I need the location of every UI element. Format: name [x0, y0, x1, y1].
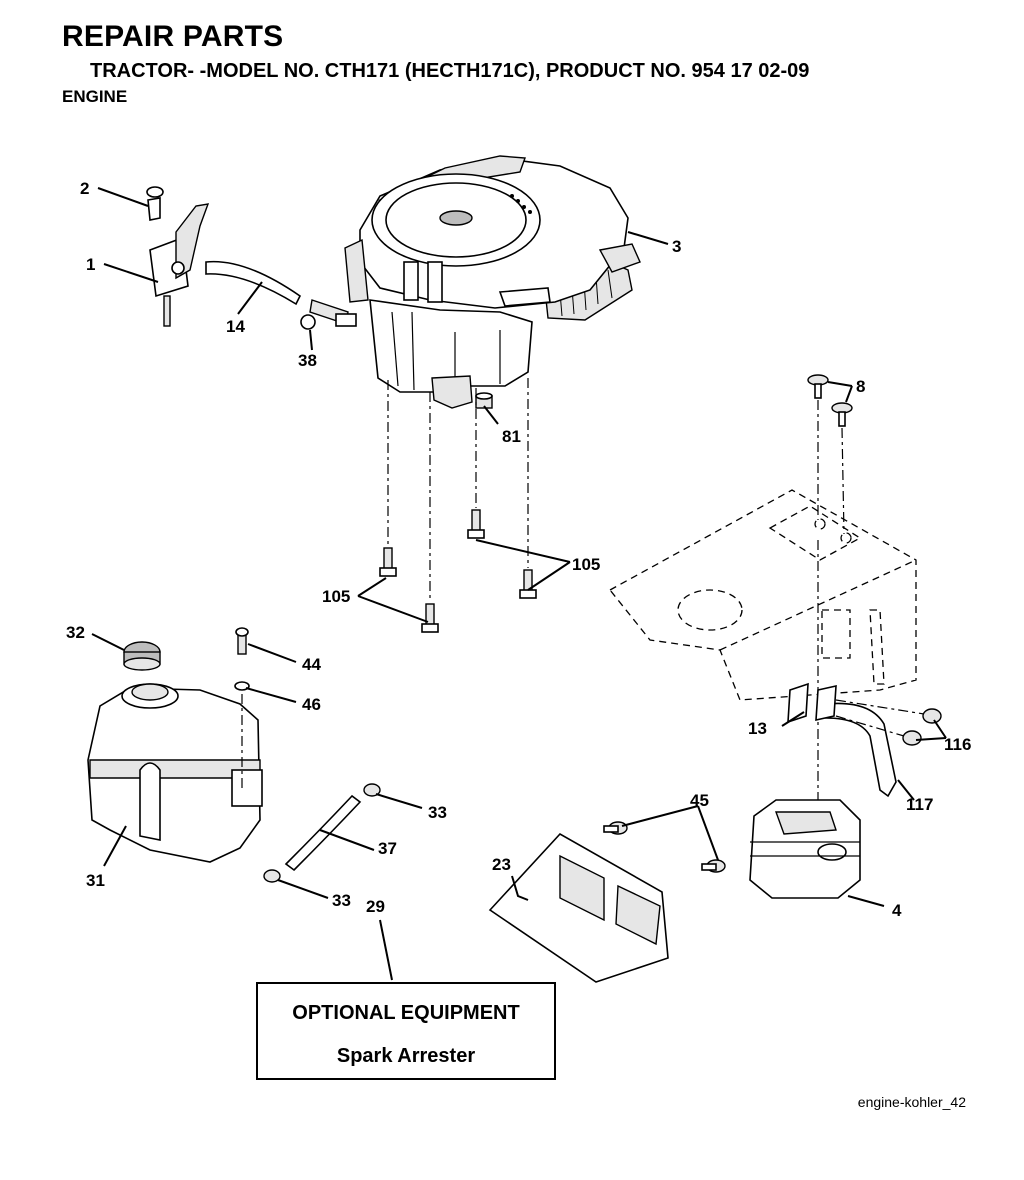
muffler-drawing — [749, 682, 942, 899]
callout-29: 29 — [366, 897, 385, 916]
callout-38: 38 — [298, 351, 317, 370]
callout-117: 117 — [906, 795, 933, 814]
callout-1: 1 — [86, 255, 95, 274]
frame-drawing — [609, 489, 917, 701]
figure-id: engine-kohler_42 — [857, 1094, 966, 1110]
engine-drawing — [344, 155, 641, 409]
optional-equipment-box: OPTIONAL EQUIPMENT Spark Arrester — [256, 982, 556, 1080]
optional-equipment-title: OPTIONAL EQUIPMENT — [292, 1002, 520, 1024]
callout-44: 44 — [302, 655, 321, 674]
callout-3: 3 — [672, 237, 681, 256]
callout-13: 13 — [748, 719, 767, 738]
section-title: ENGINE — [62, 87, 128, 106]
model-subtitle: TRACTOR- -MODEL NO. CTH171 (HECTH171C), … — [90, 60, 810, 82]
frame-hardware-drawing — [807, 374, 853, 800]
callout-116: 116 — [944, 735, 971, 754]
mounting-bolts-drawing — [379, 378, 537, 633]
callout-8: 8 — [856, 377, 865, 396]
callout-105-right: 105 — [572, 555, 600, 574]
page-title: REPAIR PARTS — [62, 20, 284, 53]
callout-45: 45 — [690, 791, 709, 810]
callout-32: 32 — [66, 623, 85, 642]
fuel-line-drawing — [205, 260, 357, 330]
heat-shield-drawing — [488, 821, 726, 983]
callout-105-left: 105 — [322, 587, 350, 606]
callout-23: 23 — [492, 855, 511, 874]
callout-33-upper: 33 — [428, 803, 447, 822]
callout-37: 37 — [378, 839, 397, 858]
callout-46: 46 — [302, 695, 321, 714]
callout-31: 31 — [86, 871, 105, 890]
fuel-hose-drawing — [263, 783, 381, 883]
optional-equipment-item: Spark Arrester — [336, 1045, 476, 1067]
fuel-tank-drawing — [87, 627, 263, 863]
callout-33-lower: 33 — [332, 891, 351, 910]
callout-81: 81 — [502, 427, 521, 446]
callout-4: 4 — [892, 901, 902, 920]
callout-2: 2 — [80, 179, 89, 198]
callout-14: 14 — [226, 317, 245, 336]
leader-lines — [91, 187, 947, 981]
throttle-control-drawing — [146, 186, 210, 327]
